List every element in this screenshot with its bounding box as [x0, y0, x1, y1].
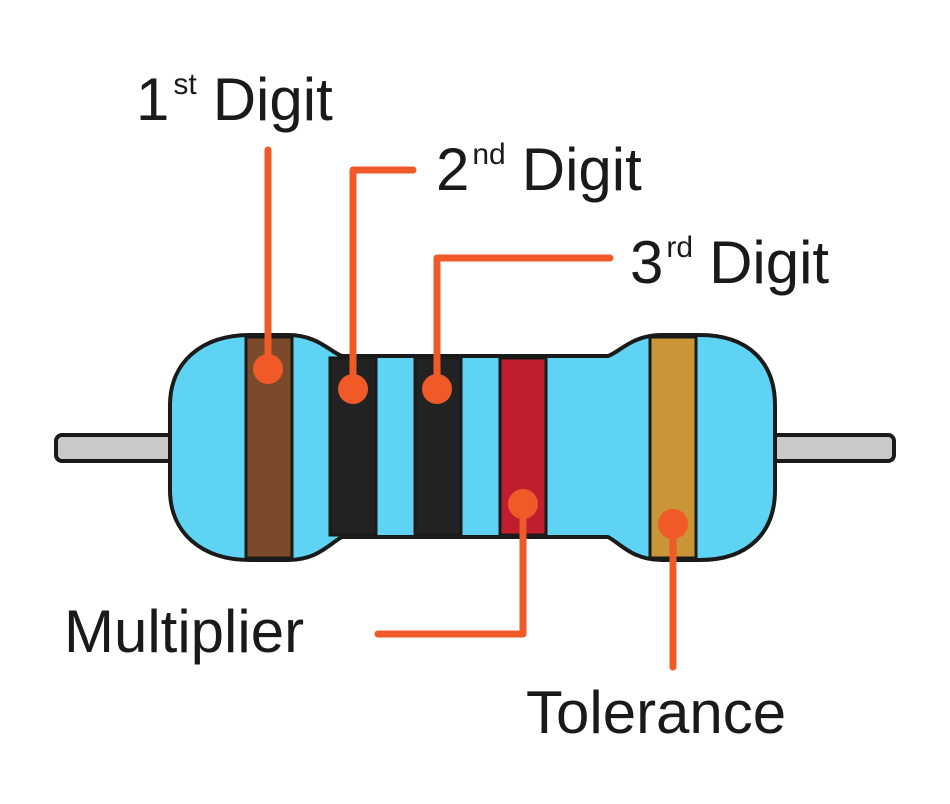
label-second-digit-word: Digit — [522, 136, 642, 203]
leader-dot-tolerance — [658, 509, 688, 539]
label-third-digit-sup: rd — [666, 231, 693, 264]
leader-line-multiplier — [374, 500, 527, 638]
leader-dot-first-digit — [253, 354, 283, 384]
leader-line-third-digit — [433, 254, 614, 393]
label-third-digit-num: 3 — [630, 229, 663, 296]
label-first-digit-sup: st — [173, 68, 197, 101]
leader-dot-third-digit — [422, 374, 452, 404]
label-multiplier: Multiplier — [64, 598, 304, 665]
label-third-digit-word: Digit — [709, 229, 829, 296]
leader-dot-second-digit — [338, 374, 368, 404]
label-second-digit-num: 2 — [436, 136, 469, 203]
leader-dot-multiplier — [508, 489, 538, 519]
label-first-digit-word: Digit — [213, 66, 333, 133]
resistor-body — [168, 333, 777, 562]
leader-line-second-digit — [349, 166, 417, 393]
label-first-digit-num: 1 — [136, 66, 169, 133]
band-second-digit — [328, 356, 378, 537]
label-second-digit-sup: nd — [472, 138, 505, 171]
label-tolerance: Tolerance — [526, 679, 786, 746]
